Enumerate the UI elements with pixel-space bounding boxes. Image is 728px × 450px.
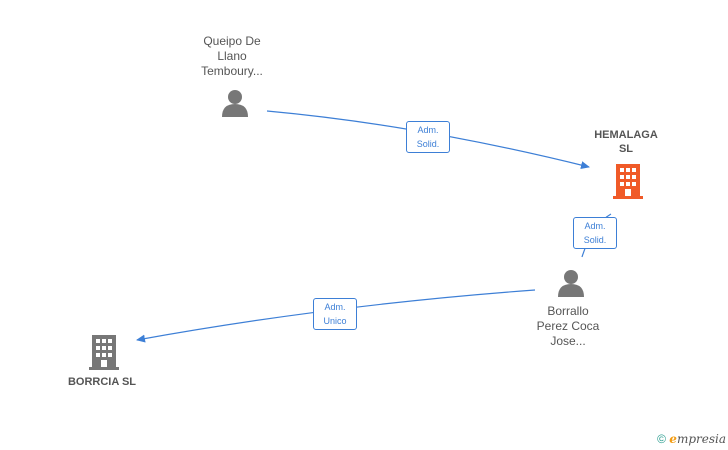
company-label-hemalaga[interactable]: HEMALAGA SL [594, 129, 658, 155]
copyright-symbol: © [657, 432, 666, 446]
person-icon[interactable] [220, 88, 250, 118]
edge-label-borrallo-hemalaga: Adm. Solid. [573, 217, 617, 249]
building-icon[interactable] [89, 334, 119, 370]
footer-brand: © empresia [657, 432, 726, 446]
building-icon[interactable] [613, 163, 643, 199]
brand-logo: empresia [669, 432, 726, 446]
person-label-queipo[interactable]: Queipo De Llano Temboury... [201, 34, 263, 78]
company-label-borrcia[interactable]: BORRCIA SL [67, 376, 137, 388]
edge-label-borrallo-borrcia: Adm. Unico [313, 298, 357, 330]
edge-label-queipo-hemalaga: Adm. Solid. [406, 121, 450, 153]
person-icon[interactable] [556, 268, 586, 298]
person-label-borrallo[interactable]: Borrallo Perez Coca Jose... [536, 304, 600, 348]
